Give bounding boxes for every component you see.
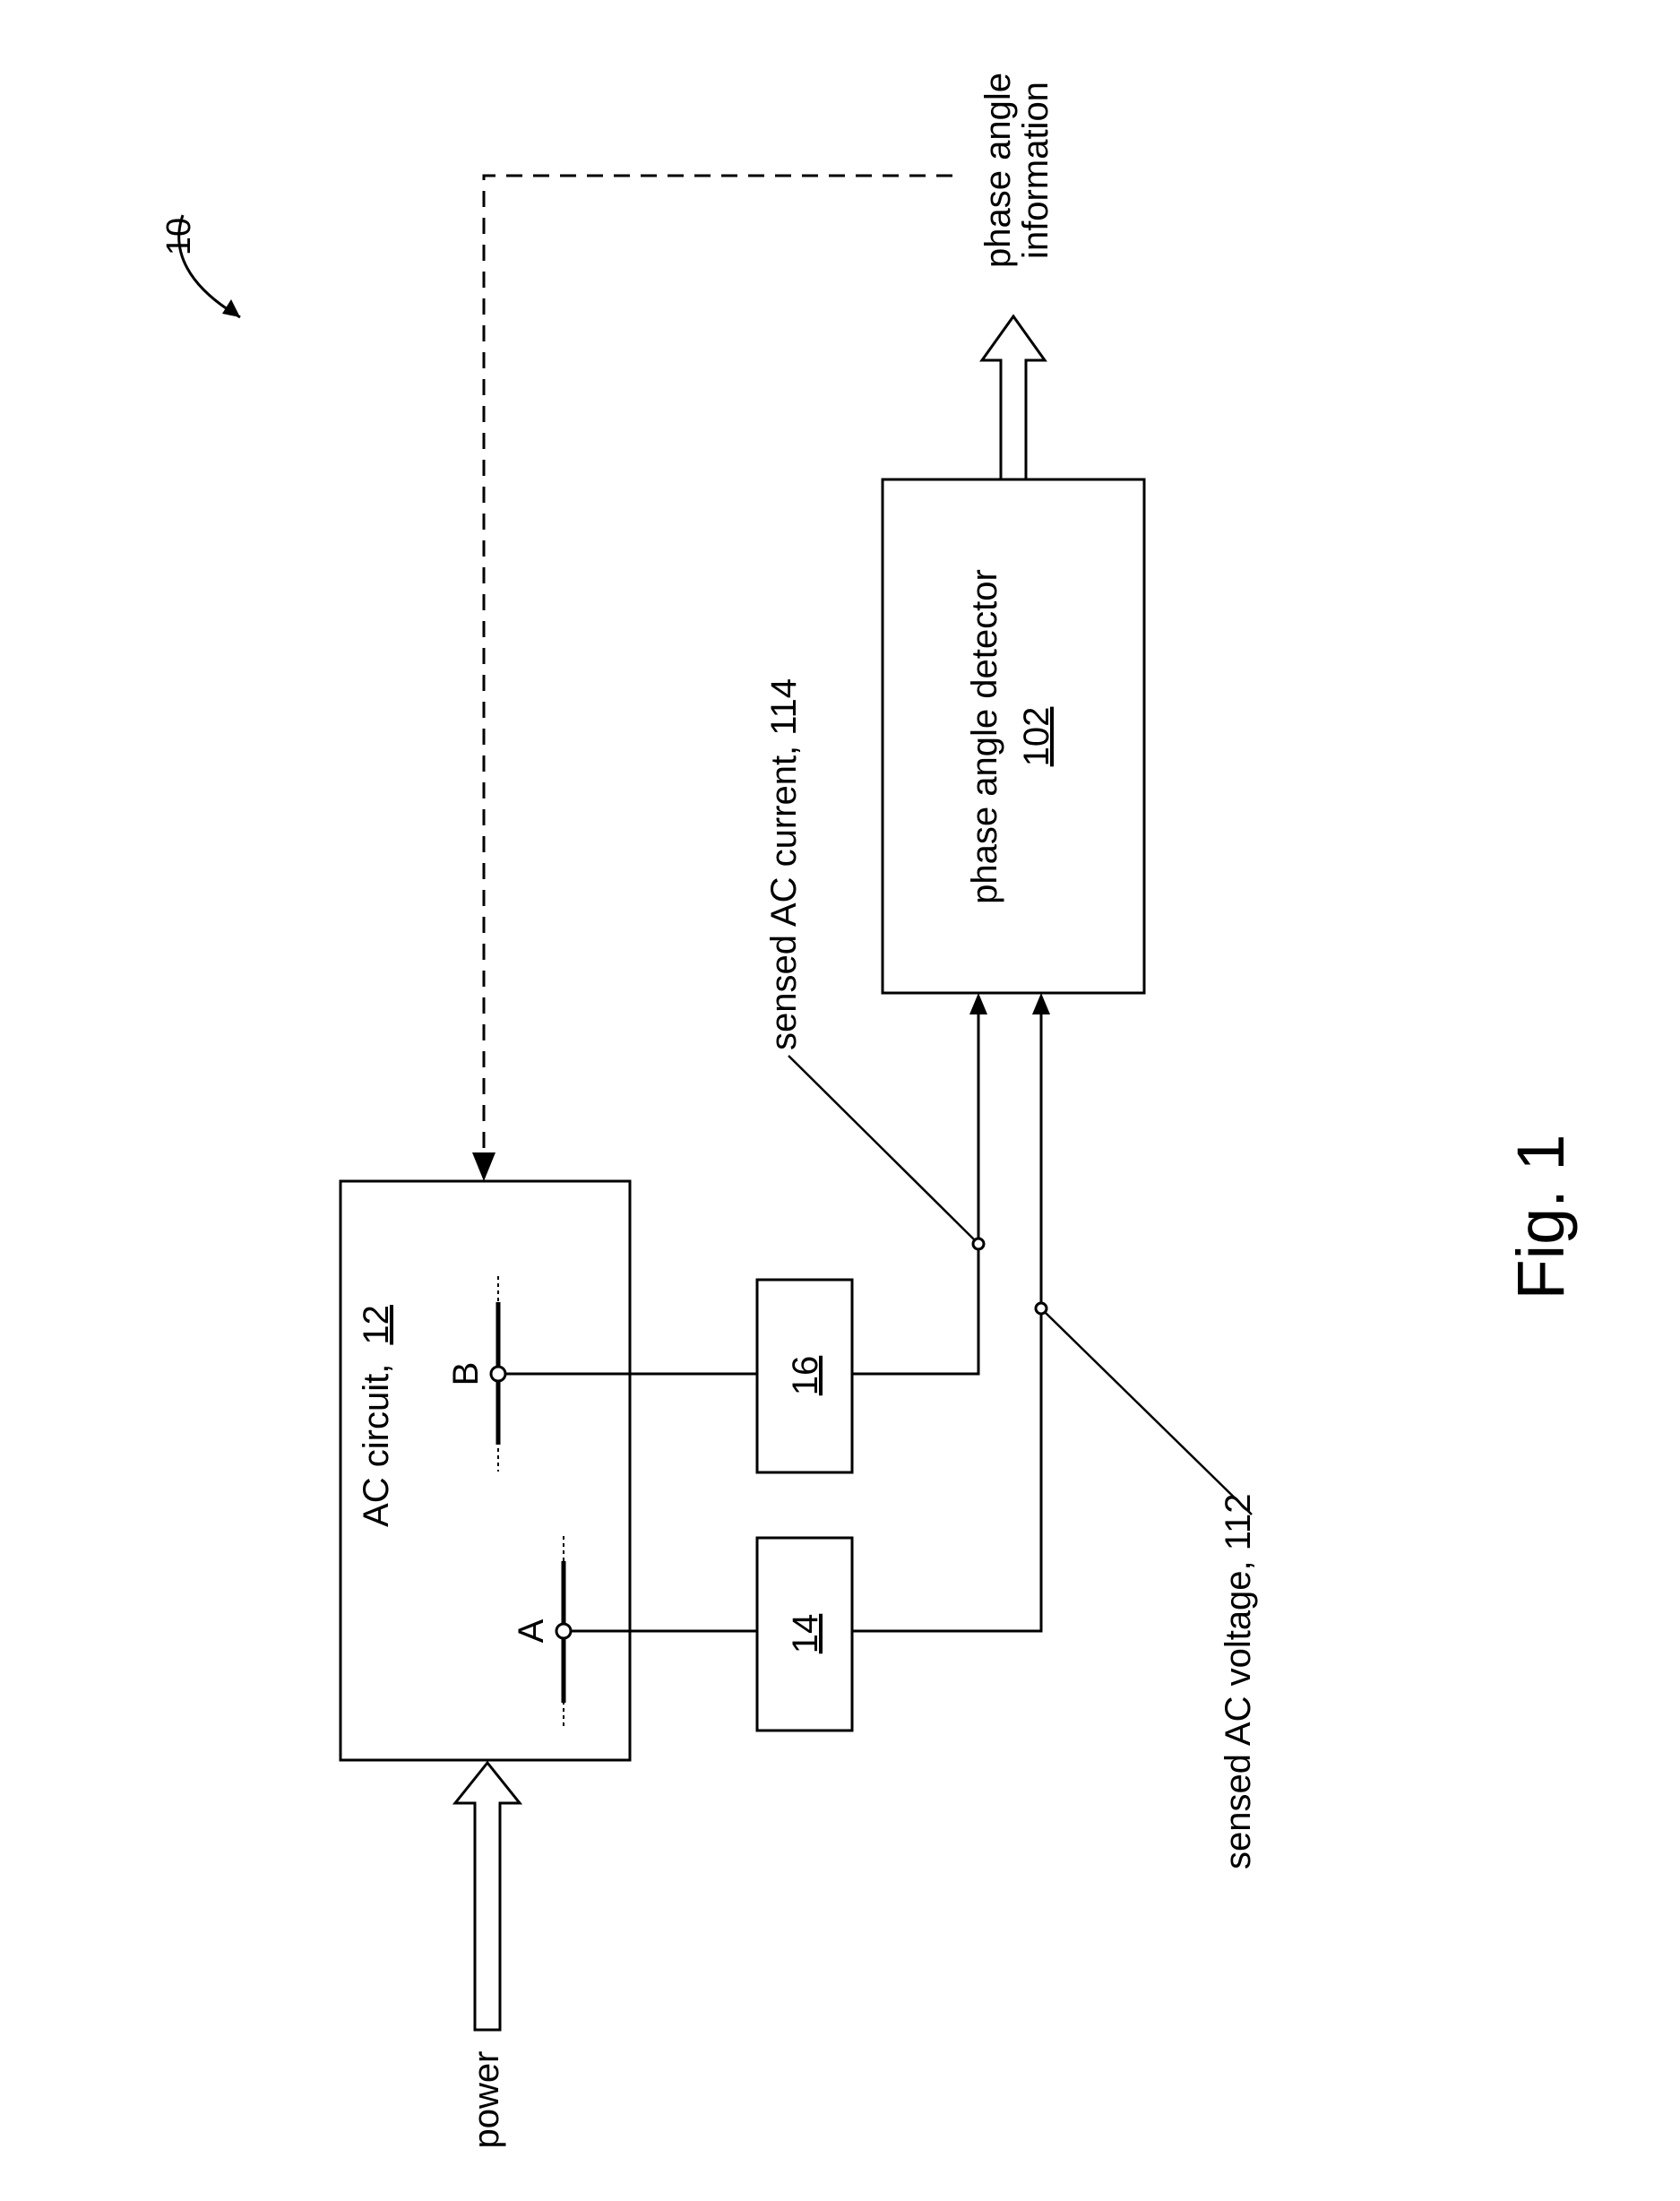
power-label: power: [467, 2051, 506, 2149]
sensor-block-14: 14: [757, 1538, 852, 1731]
phase-angle-detector-label: phase angle detector: [965, 569, 1004, 904]
sensor-block-16: 16: [757, 1280, 852, 1472]
power-input-arrow: [455, 1763, 520, 2030]
phase-angle-detector-block: phase angle detector 102: [883, 479, 1144, 993]
phase-info-output-arrow: [982, 316, 1045, 479]
svg-text:AC circuit, 12: AC circuit, 12: [357, 1305, 396, 1527]
current-arrowhead: [969, 993, 987, 1014]
wire-14-to-detector: [852, 1013, 1041, 1631]
sensed-voltage-label: sensed AC voltage, 112: [1219, 1493, 1258, 1869]
terminal-b: B: [446, 1276, 505, 1472]
terminal-a-label: A: [512, 1618, 551, 1643]
phase-feedback-arrowhead: [472, 1152, 495, 1181]
sensor-block-14-ref: 14: [786, 1614, 825, 1654]
terminal-a: A: [512, 1536, 571, 1728]
sensed-current-label: sensed AC current, 114: [764, 678, 804, 1050]
terminal-b-label: B: [446, 1362, 486, 1386]
current-leader-line: [788, 1056, 975, 1240]
phase-info-label-line2: information: [1016, 82, 1055, 259]
ac-circuit-label: AC circuit,: [357, 1364, 396, 1527]
ac-circuit-ref: 12: [357, 1305, 396, 1345]
figure-ref-10: 10: [160, 215, 240, 317]
voltage-arrowhead: [1032, 993, 1050, 1014]
sensor-block-16-ref: 16: [786, 1356, 825, 1396]
ac-circuit-block: AC circuit, 12 A B: [340, 1181, 630, 1760]
figure-caption: Fig. 1: [1503, 1134, 1578, 1299]
phase-angle-detector-ref: 102: [1017, 707, 1056, 767]
wire-16-to-detector: [852, 1013, 978, 1374]
phase-info-label-line1: phase angle: [978, 73, 1018, 268]
voltage-leader-line: [1045, 1312, 1252, 1515]
